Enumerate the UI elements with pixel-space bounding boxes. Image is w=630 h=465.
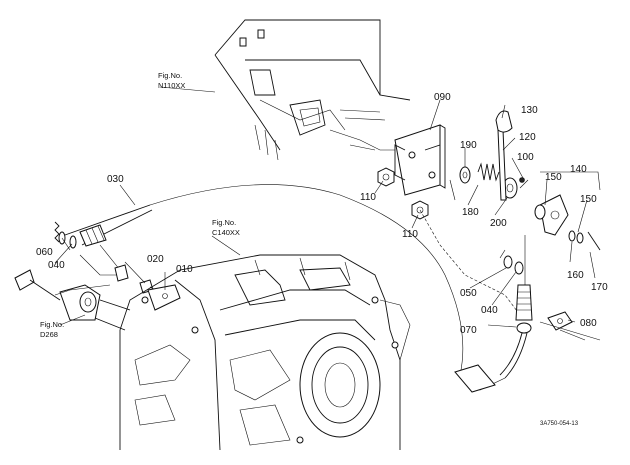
bolt-110-upper: [377, 167, 395, 187]
spring-180: [477, 162, 500, 182]
transmission-case: [119, 254, 411, 451]
part-label-050: 050: [460, 288, 477, 299]
part-label-030: 030: [107, 174, 124, 185]
lever-120: [497, 129, 507, 201]
part-label-020: 020: [147, 254, 164, 265]
part-label-150-right: 150: [580, 194, 597, 205]
part-label-140: 140: [570, 164, 587, 175]
fig-ref-line2: D268: [40, 330, 58, 339]
spring-060: [54, 221, 60, 243]
bracket-090: [394, 124, 446, 196]
part-label-110-lower: 110: [402, 229, 418, 240]
arm-assembly-140: [534, 194, 569, 236]
fig-ref-line1: Fig.No.: [158, 71, 182, 80]
fig-ref-line1: Fig.No.: [40, 320, 64, 329]
part-label-100: 100: [517, 152, 534, 163]
nut-050-040-center: [499, 249, 524, 275]
plate-010: [147, 284, 181, 311]
upper-housing: [214, 19, 411, 161]
fig-ref-line2: N110XX: [158, 81, 185, 90]
part-label-090: 090: [434, 92, 451, 103]
pin-170: [587, 231, 601, 251]
part-label-200: 200: [490, 218, 507, 229]
cable-end-070: [499, 284, 533, 379]
part-label-180: 180: [462, 207, 479, 218]
throttle-cable-030: [64, 204, 153, 247]
part-label-150-upper: 150: [545, 172, 562, 183]
part-label-190: 190: [460, 140, 477, 151]
knob-130: [495, 110, 513, 133]
part-label-070: 070: [460, 325, 477, 336]
part-label-040-center: 040: [481, 305, 498, 316]
part-label-120: 120: [519, 132, 536, 143]
fig-ref-n110: Fig.No. N110XX: [158, 71, 185, 90]
fig-ref-c140: Fig.No. C140XX: [212, 218, 240, 237]
part-label-170: 170: [591, 282, 608, 293]
part-label-060: 060: [36, 247, 53, 258]
leader-lines: [54, 86, 601, 328]
clamp-080: [547, 311, 573, 331]
drawing-code: 3A750-054-13: [540, 421, 579, 427]
fig-ref-d268: Fig.No. D268: [40, 320, 64, 339]
fitting-d268: [14, 264, 131, 331]
pin-100: [519, 177, 529, 189]
fig-ref-line1: Fig.No.: [212, 218, 236, 227]
part-label-160: 160: [567, 270, 584, 281]
washer-160: [568, 230, 584, 244]
part-label-040-left: 040: [48, 260, 65, 271]
washer-190: [459, 166, 471, 184]
fig-ref-line2: C140XX: [212, 228, 240, 237]
part-label-110-upper: 110: [360, 192, 376, 203]
part-label-010: 010: [176, 264, 193, 275]
part-label-080: 080: [580, 318, 597, 329]
part-label-130: 130: [521, 105, 538, 116]
